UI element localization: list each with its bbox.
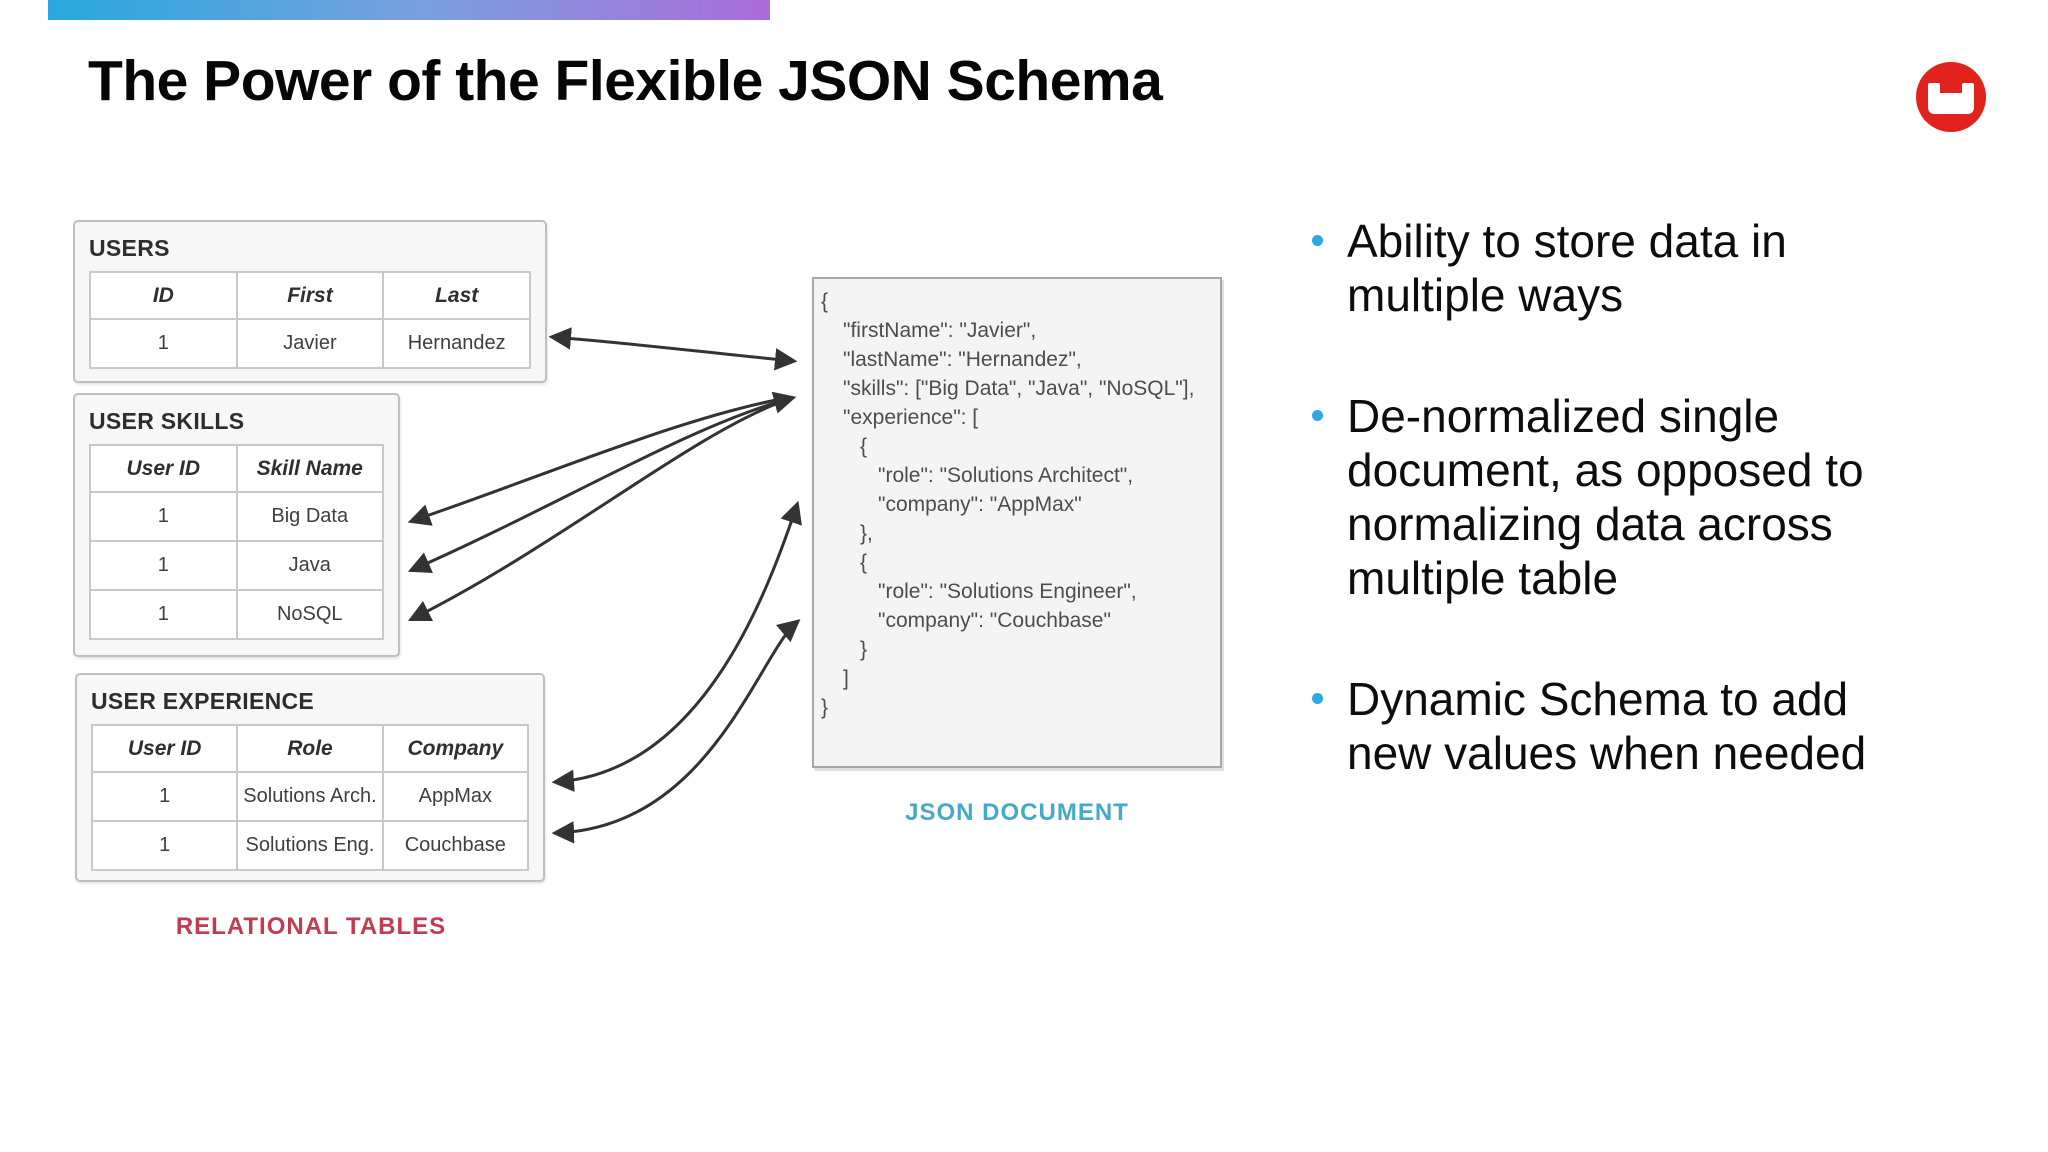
json-line: "company": "AppMax" bbox=[878, 493, 1082, 516]
json-line: { bbox=[860, 435, 868, 458]
table-cell: 1 bbox=[89, 318, 238, 369]
table-header-cell: Last bbox=[382, 271, 531, 320]
table-cell: Couchbase bbox=[381, 820, 530, 871]
json-line: { bbox=[821, 290, 829, 313]
bullet-text-line: new values when needed bbox=[1347, 727, 1867, 779]
bullet-text-line: Ability to store data in bbox=[1347, 215, 1787, 267]
table-header-cell: Skill Name bbox=[235, 444, 384, 493]
table-header-cell: User ID bbox=[90, 724, 239, 773]
arrow-skill-nosql bbox=[407, 398, 787, 622]
json-line: }, bbox=[860, 522, 873, 545]
json-line: "skills": ["Big Data", "Java", "NoSQL"], bbox=[843, 377, 1195, 400]
json-line: "role": "Solutions Engineer", bbox=[878, 580, 1137, 603]
table-cell: AppMax bbox=[381, 771, 530, 822]
json-line: "lastName": "Hernandez", bbox=[843, 348, 1082, 371]
table-header-cell: First bbox=[235, 271, 385, 320]
accent-bar bbox=[48, 0, 770, 20]
bullet-text-line: multiple table bbox=[1347, 552, 1619, 604]
bullet-text-line: Dynamic Schema to add bbox=[1347, 673, 1849, 725]
table-cell: Solutions Arch. bbox=[236, 771, 384, 822]
json-line: ] bbox=[843, 667, 849, 690]
json-line: } bbox=[860, 638, 868, 661]
bullet-marker bbox=[1312, 410, 1323, 421]
table-cell: Solutions Eng. bbox=[236, 820, 384, 871]
bullet-text-line: normalizing data across bbox=[1347, 498, 1833, 550]
json-line: "firstName": "Javier", bbox=[843, 319, 1037, 342]
json-line: "role": "Solutions Architect", bbox=[878, 464, 1134, 487]
arrow-skill-java bbox=[407, 391, 797, 574]
json-line: } bbox=[821, 696, 829, 719]
table-header-cell: ID bbox=[89, 271, 238, 320]
table-header-cell: Company bbox=[381, 724, 530, 773]
arrow-experience-couchbase bbox=[551, 619, 801, 844]
arrow-users-to-json bbox=[548, 327, 798, 371]
arrow-experience-appmax bbox=[551, 500, 802, 792]
table-cell: 1 bbox=[90, 820, 239, 871]
table-cell: Big Data bbox=[235, 491, 384, 542]
json-document-box: { "firstName": "Javier", "lastName": "Hern… bbox=[812, 277, 1222, 768]
table-title-user-experience: USER EXPERIENCE bbox=[91, 688, 315, 714]
arrow-skill-bigdata bbox=[407, 396, 787, 526]
table-cell: 1 bbox=[89, 589, 238, 640]
table-cell: Hernandez bbox=[382, 318, 531, 369]
table-cell: 1 bbox=[89, 491, 238, 542]
json-line: { bbox=[860, 551, 868, 574]
json-line: "experience": [ bbox=[843, 406, 979, 429]
table-title-user-skills: USER SKILLS bbox=[89, 408, 245, 434]
table-cell: 1 bbox=[89, 540, 238, 591]
bullet-marker bbox=[1312, 693, 1323, 704]
relational-tables-caption: RELATIONAL TABLES bbox=[175, 913, 447, 940]
json-line: "company": "Couchbase" bbox=[878, 609, 1111, 632]
bullet-marker bbox=[1312, 235, 1323, 246]
table-header-cell: User ID bbox=[89, 444, 238, 493]
table-cell: NoSQL bbox=[235, 589, 384, 640]
table-cell: Java bbox=[235, 540, 384, 591]
table-header-cell: Role bbox=[236, 724, 384, 773]
bullet-text-line: multiple ways bbox=[1347, 269, 1624, 321]
bullet-text-line: document, as opposed to bbox=[1347, 444, 1864, 496]
table-cell: 1 bbox=[90, 771, 239, 822]
table-title-users: USERS bbox=[89, 235, 170, 261]
page-title: The Power of the Flexible JSON Schema bbox=[88, 49, 1163, 113]
json-document-caption: JSON DOCUMENT bbox=[905, 799, 1129, 826]
table-cell: Javier bbox=[235, 318, 385, 369]
bullet-text-line: De-normalized single bbox=[1347, 390, 1780, 442]
couchbase-logo-icon bbox=[1916, 62, 1986, 132]
